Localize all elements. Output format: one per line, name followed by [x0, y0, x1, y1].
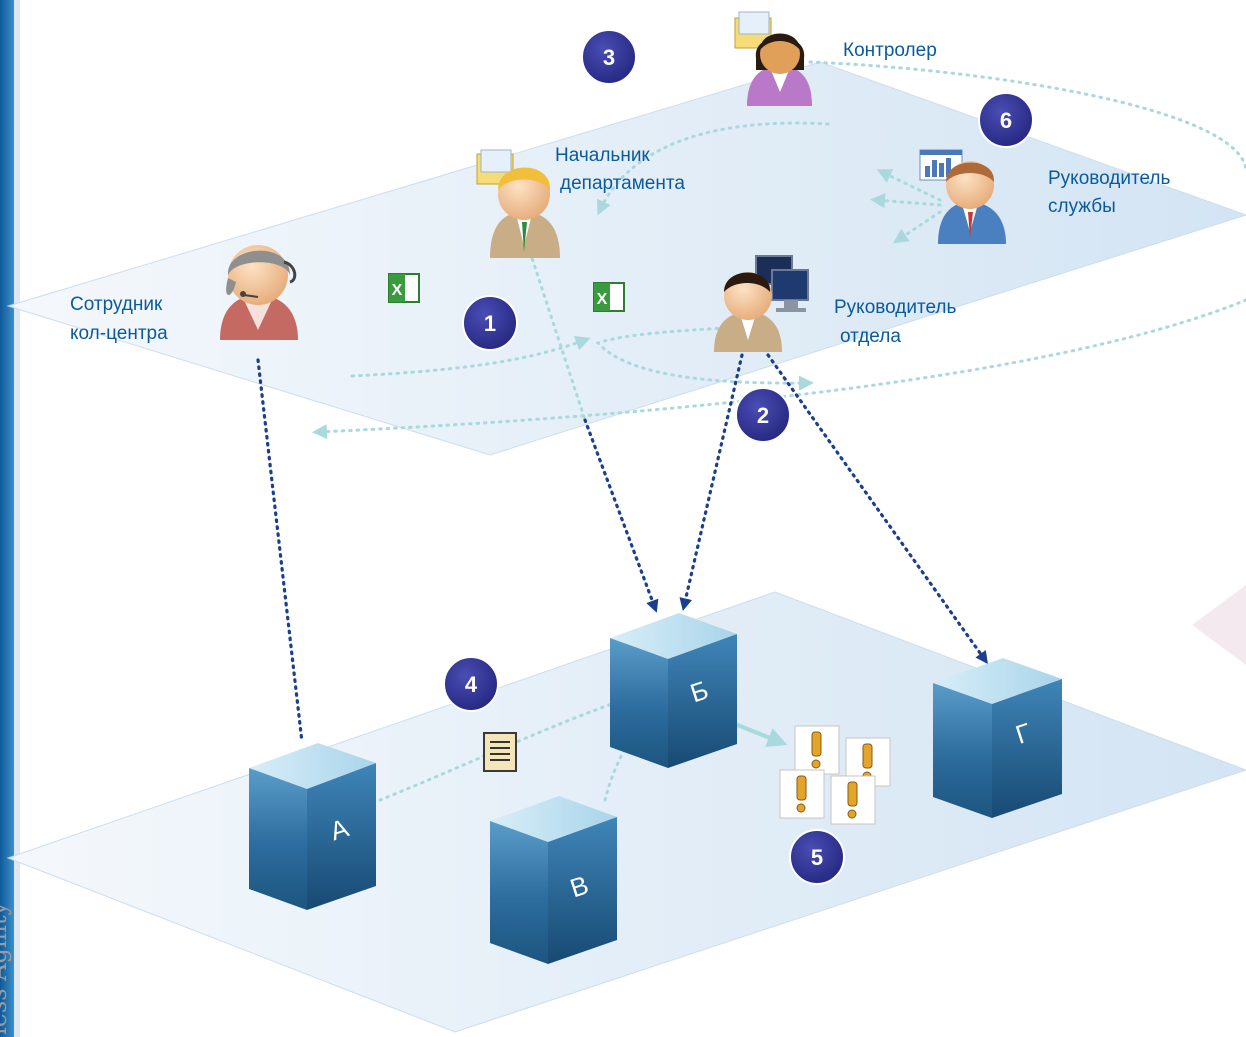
server-g-left [933, 683, 992, 818]
excel-icon: X [388, 273, 420, 303]
step-badge-4: 4 [443, 656, 499, 712]
connector-unit-to-g [766, 353, 988, 665]
server-g-top [933, 658, 1062, 704]
role-flows [312, 60, 1246, 440]
svg-text:1: 1 [484, 311, 496, 336]
layer-connectors [256, 353, 988, 744]
connector-dept-upper [528, 250, 587, 422]
side-vertical-text: less Agility [0, 901, 12, 1035]
svg-text:X: X [392, 282, 403, 299]
unit-head-label-line1: Руководитель [834, 297, 957, 318]
side-accent-bar [0, 0, 14, 1037]
server-g: Г [933, 658, 1062, 818]
bar-chart-icon [919, 149, 963, 181]
server-b-left [610, 638, 668, 768]
alert-icon [779, 769, 825, 819]
department-head-avatar [476, 149, 560, 258]
service-head-label-line1: Руководитель [1048, 168, 1171, 189]
document-icon [483, 732, 517, 772]
connector-unit-to-b [679, 353, 744, 611]
alert-icon [794, 725, 840, 775]
flow-unit-loop [595, 323, 814, 391]
server-v-right [548, 817, 617, 964]
controller-avatar [734, 11, 812, 106]
server-b-right [668, 634, 737, 768]
side-decoration [1192, 585, 1246, 665]
server-a-right [307, 763, 376, 910]
svg-text:5: 5 [811, 845, 823, 870]
flow-service-2 [870, 193, 942, 209]
server-v-top [490, 796, 617, 842]
step-badge-5: 5 [789, 829, 845, 885]
server-g-right [992, 679, 1062, 818]
server-a-left [249, 768, 307, 910]
monitor-icon [755, 255, 809, 312]
service-head-avatar [919, 149, 1006, 244]
server-v-left [490, 821, 548, 964]
controller-label: Контролер [843, 40, 937, 61]
step-badge-1: 1 [462, 295, 518, 351]
service-head-label-line2: службы [1048, 196, 1116, 217]
dept-head-label-line1: Начальник [555, 145, 650, 166]
flow-service-3 [893, 210, 942, 244]
flow-controller-to-dept [597, 121, 830, 216]
dept-head-label-line2: департамента [560, 173, 685, 194]
step-badge-6: 6 [978, 92, 1034, 148]
roles-plane [6, 61, 1246, 456]
call-center-label-line2: кол-центра [70, 323, 168, 344]
alert-icon [830, 775, 876, 825]
server-b: Б [610, 613, 737, 768]
server-a: А [249, 743, 376, 910]
step-badge-2: 2 [735, 387, 791, 443]
call-center-label-line1: Сотрудник [70, 294, 163, 315]
server-b-top [610, 613, 737, 659]
server-v: В [490, 796, 617, 964]
connector-callcenter-to-a [256, 358, 304, 744]
connector-dept-to-b [583, 418, 659, 613]
step-badge-3: 3 [581, 29, 637, 85]
svg-text:6: 6 [1000, 108, 1012, 133]
svg-text:2: 2 [757, 403, 769, 428]
server-a-top [249, 743, 376, 789]
flow-service-1 [876, 169, 942, 202]
unit-head-label-line2: отдела [840, 326, 901, 347]
svg-text:4: 4 [465, 672, 478, 697]
alerts-group [779, 725, 891, 825]
svg-text:3: 3 [603, 45, 615, 70]
side-accent-stripe [14, 0, 20, 1037]
flow-return-to-callcenter [312, 298, 1246, 440]
excel-icon: X [593, 282, 625, 312]
call-center-employee-avatar [220, 245, 298, 340]
svg-text:X: X [597, 291, 608, 308]
unit-head-avatar [714, 255, 809, 352]
